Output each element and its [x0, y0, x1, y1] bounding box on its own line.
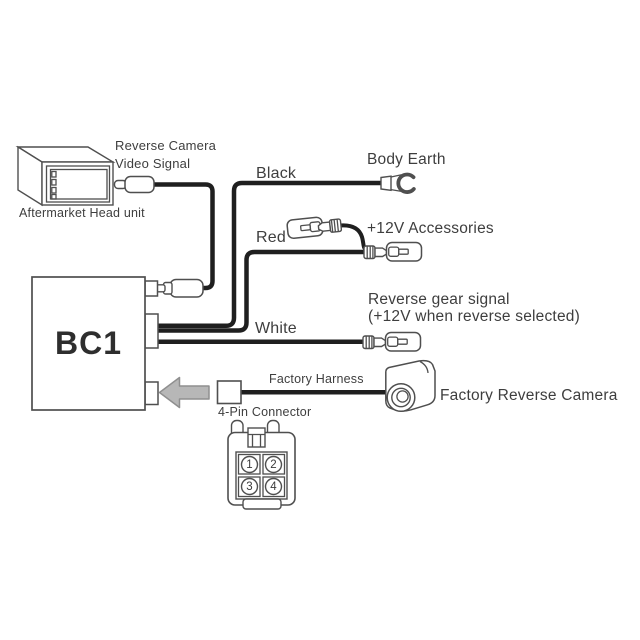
white-wire-label: White: [255, 320, 297, 337]
accessory-lead-wire: [339, 223, 368, 253]
video-signal-wire: [150, 182, 215, 291]
factory-camera-caption: Factory Reverse Camera: [440, 387, 618, 404]
spade-terminal-icon: [363, 245, 388, 260]
body-earth-label: Body Earth: [367, 151, 446, 168]
video-signal-label-line1: Reverse Camera: [115, 138, 217, 153]
pin-3-circle: [240, 477, 259, 496]
pin-label-4: 4: [270, 480, 277, 493]
head-unit-caption: Aftermarket Head unit: [19, 206, 145, 220]
accessories-label: +12V Accessories: [367, 220, 494, 237]
connector-housing-icon: [285, 216, 325, 240]
pin-4-circle: [264, 477, 283, 496]
pin-2-circle: [264, 455, 283, 474]
accessory-connector-pair-upper: [285, 216, 343, 240]
inline-connector-box: [216, 380, 242, 405]
connector-housing-icon: [384, 331, 422, 352]
rca-jack-icon: [113, 175, 155, 194]
red-wire: [150, 249, 366, 333]
head-unit-icon: [15, 145, 116, 207]
factory-harness-label: Factory Harness: [269, 372, 364, 386]
pin-label-2: 2: [270, 458, 277, 471]
pin-label-1: 1: [246, 458, 253, 471]
bc1-adapter-box: [31, 276, 159, 411]
black-wire-label: Black: [256, 165, 297, 182]
reverse-gear-label-line1: Reverse gear signal: [368, 291, 510, 308]
reverse-signal-connector: [362, 331, 422, 352]
video-signal-label-line2: Video Signal: [115, 156, 191, 171]
connector-housing-icon: [385, 241, 423, 262]
pin-label-3: 3: [246, 480, 253, 493]
pin-1-circle: [240, 455, 259, 474]
spade-terminal-icon: [362, 335, 387, 350]
bc1-port-power: [144, 313, 159, 349]
rca-plug-icon: [154, 278, 204, 298]
bc1-adapter-label: BC1: [54, 325, 122, 361]
four-pin-connector-caption: 4-Pin Connector: [218, 405, 312, 419]
bc1-port-video: [144, 280, 159, 297]
accessory-connector-pair-lower: [363, 241, 423, 262]
red-wire-label: Red: [256, 229, 286, 246]
reverse-gear-label-line2: (+12V when reverse selected): [368, 308, 580, 325]
bc1-port-harness: [144, 381, 159, 406]
black-wire: [150, 180, 385, 329]
four-pin-connector-icon: [227, 419, 296, 510]
camera-icon: [385, 359, 436, 413]
fork-terminal-icon: [380, 172, 416, 194]
arrow-left-icon: [158, 376, 210, 409]
